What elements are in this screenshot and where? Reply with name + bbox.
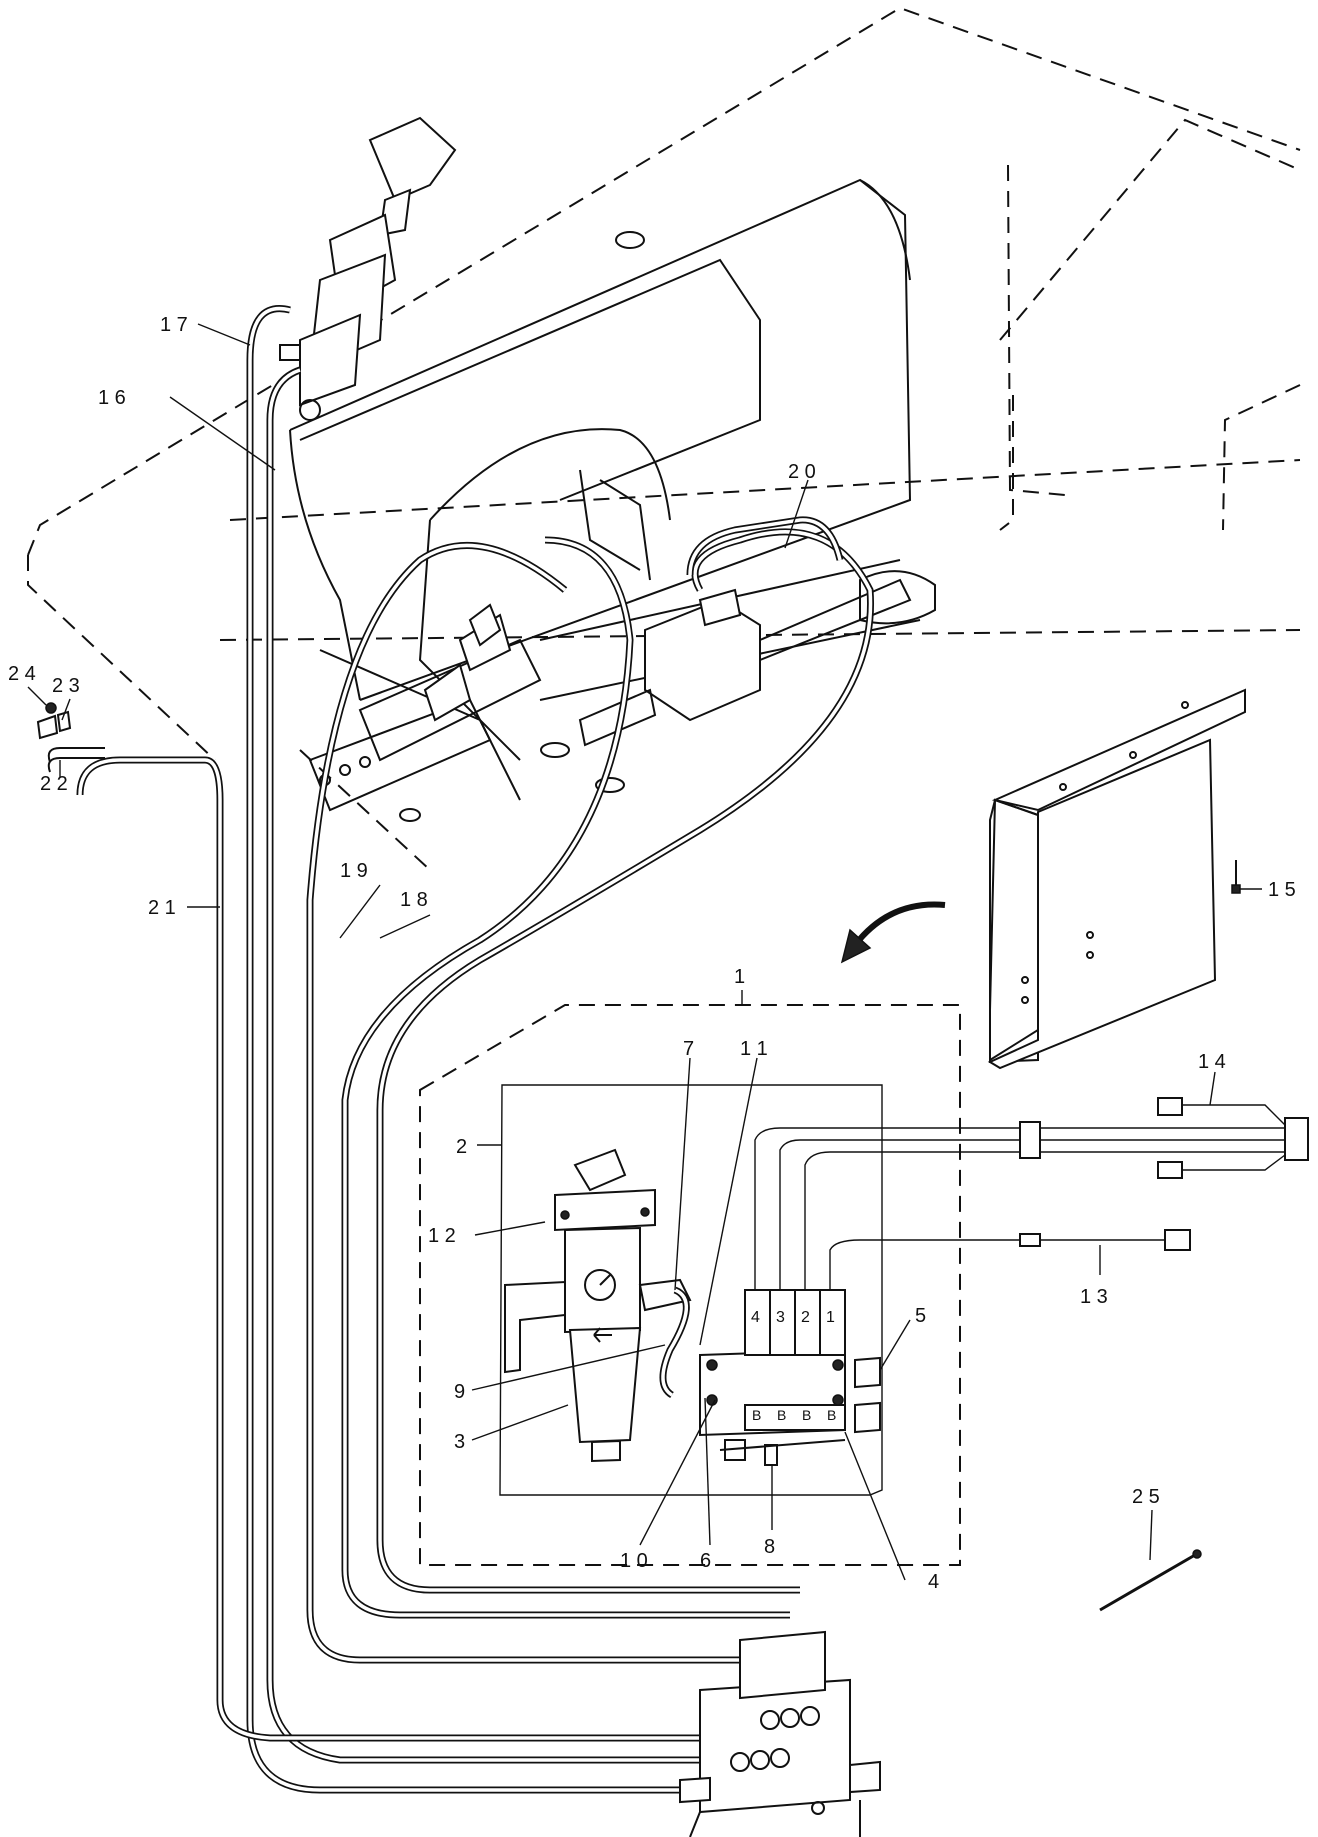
- callout-16: 1 6: [98, 387, 126, 409]
- valve-port-b-3: B: [802, 1407, 811, 1423]
- callout-20: 2 0: [788, 461, 816, 483]
- air-cylinder-lower: [423, 578, 912, 747]
- callout-25: 2 5: [1132, 1486, 1160, 1508]
- valve-number-4: 4: [751, 1309, 760, 1326]
- callout-8: 8: [764, 1536, 775, 1558]
- callout-19: 1 9: [340, 860, 368, 882]
- callout-2: 2: [456, 1136, 467, 1158]
- rotation-arrowhead: [840, 928, 872, 964]
- filter-regulator: [504, 1148, 692, 1463]
- mounting-bracket: [987, 688, 1246, 1070]
- callout-4: 4: [928, 1571, 939, 1593]
- callout-6: 6: [700, 1550, 711, 1572]
- callout-13: 1 3: [1080, 1286, 1108, 1308]
- callout-17: 1 7: [160, 314, 188, 336]
- inset-box: [419, 1004, 961, 1566]
- callout-15: 1 5: [1268, 879, 1296, 901]
- air-cylinder-upper: [279, 116, 457, 421]
- callout-5: 5: [915, 1305, 926, 1327]
- callout-3: 3: [454, 1431, 465, 1453]
- callout-11: 1 1: [740, 1038, 768, 1060]
- callout-labels: 1 2 3 4 5 6 7 8 9 1 0 1 1 1 2 1 3 1 4 1 …: [8, 314, 1296, 1593]
- callout-23: 2 3: [52, 675, 80, 697]
- table-top-outline: [27, 6, 1301, 871]
- valve-port-b-1: B: [752, 1407, 761, 1423]
- valve-number-3: 3: [776, 1309, 785, 1326]
- callout-24: 2 4: [8, 663, 36, 685]
- callout-14: 1 4: [1198, 1051, 1226, 1073]
- wire-harnesses: [754, 1097, 1309, 1290]
- valve-number-2: 2: [801, 1309, 810, 1326]
- callout-1: 1: [734, 966, 745, 988]
- valve-port-b-2: B: [777, 1407, 786, 1423]
- callout-9: 9: [454, 1381, 465, 1403]
- solenoid-manifold: [659, 1286, 881, 1466]
- callout-18: 1 8: [400, 889, 428, 911]
- cable-tie: [1099, 1553, 1196, 1612]
- cable-tie-head: [1192, 1549, 1202, 1559]
- valve-port-b-4: B: [827, 1407, 836, 1423]
- rotation-arrow: [852, 901, 946, 947]
- tube-clamp-parts: [36, 702, 105, 773]
- callout-10: 1 0: [620, 1550, 648, 1572]
- lower-valve-block: [679, 1630, 881, 1837]
- valve-number-1: 1: [826, 1309, 835, 1326]
- leader-lines: [27, 323, 1262, 1581]
- sewing-machine-head: [289, 178, 936, 822]
- callout-22: 2 2: [40, 773, 68, 795]
- callout-21: 2 1: [148, 897, 176, 919]
- callout-7: 7: [683, 1038, 694, 1060]
- air-tubes: [76, 305, 875, 1794]
- callout-12: 1 2: [428, 1225, 456, 1247]
